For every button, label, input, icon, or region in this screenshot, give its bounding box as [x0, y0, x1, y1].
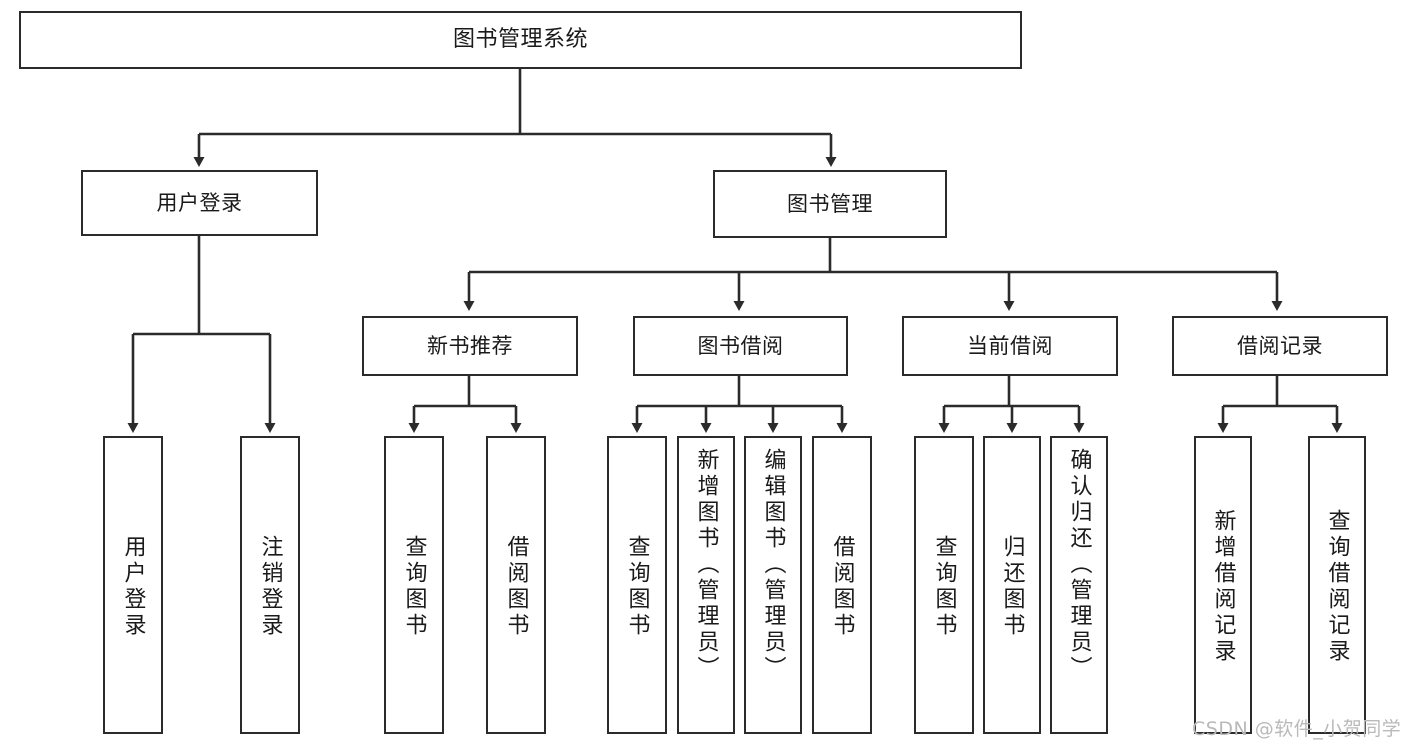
node-leaf-confirm-return[interactable]: 确认归还（管理员）: [1050, 436, 1108, 734]
node-leaf-query-book-1-label: 查询图书: [401, 535, 427, 639]
node-leaf-query-book-1[interactable]: 查询图书: [384, 436, 444, 734]
node-leaf-logout-login[interactable]: 注销登录: [240, 436, 300, 734]
csdn-watermark: CSDN @软件_小贺同学: [1192, 718, 1402, 740]
node-leaf-query-book-2[interactable]: 查询图书: [607, 436, 667, 734]
node-leaf-borrow-book-2-label: 借阅图书: [829, 535, 855, 639]
node-leaf-user-login-label: 用户登录: [120, 535, 146, 639]
node-borrow-record-label: 借阅记录: [1237, 333, 1323, 358]
node-leaf-return-book-label: 归还图书: [999, 535, 1025, 639]
node-root-label: 图书管理系统: [452, 27, 588, 52]
node-leaf-add-book[interactable]: 新增图书（管理员）: [677, 436, 735, 734]
node-book-manage[interactable]: 图书管理: [713, 170, 947, 238]
node-leaf-query-record-label: 查询借阅记录: [1324, 509, 1350, 665]
node-leaf-confirm-return-label: 确认归还（管理员）: [1066, 448, 1092, 682]
node-leaf-logout-login-label: 注销登录: [257, 535, 283, 639]
node-current-borrow[interactable]: 当前借阅: [902, 316, 1118, 376]
node-new-book-recommend[interactable]: 新书推荐: [362, 316, 578, 376]
node-leaf-borrow-book-2[interactable]: 借阅图书: [812, 436, 872, 734]
node-leaf-borrow-book-1-label: 借阅图书: [503, 535, 529, 639]
node-leaf-return-book[interactable]: 归还图书: [983, 436, 1041, 734]
node-user-login[interactable]: 用户登录: [81, 170, 318, 236]
node-leaf-edit-book-label: 编辑图书（管理员）: [760, 448, 786, 682]
node-leaf-edit-book[interactable]: 编辑图书（管理员）: [744, 436, 802, 734]
node-user-login-label: 用户登录: [156, 190, 243, 215]
node-borrow-record[interactable]: 借阅记录: [1172, 316, 1388, 376]
node-new-book-recommend-label: 新书推荐: [427, 333, 513, 358]
node-leaf-user-login[interactable]: 用户登录: [103, 436, 163, 734]
node-leaf-add-book-label: 新增图书（管理员）: [693, 448, 719, 682]
node-leaf-query-book-3[interactable]: 查询图书: [914, 436, 974, 734]
node-book-manage-label: 图书管理: [787, 191, 873, 216]
node-current-borrow-label: 当前借阅: [967, 333, 1053, 358]
node-leaf-query-record[interactable]: 查询借阅记录: [1308, 436, 1366, 734]
node-leaf-add-record-label: 新增借阅记录: [1210, 509, 1236, 665]
node-book-borrow-label: 图书借阅: [697, 333, 784, 358]
node-leaf-query-book-2-label: 查询图书: [624, 535, 650, 639]
node-root[interactable]: 图书管理系统: [19, 11, 1022, 69]
node-book-borrow[interactable]: 图书借阅: [633, 316, 848, 376]
node-leaf-query-book-3-label: 查询图书: [931, 535, 957, 639]
node-leaf-add-record[interactable]: 新增借阅记录: [1194, 436, 1252, 734]
node-leaf-borrow-book-1[interactable]: 借阅图书: [486, 436, 546, 734]
